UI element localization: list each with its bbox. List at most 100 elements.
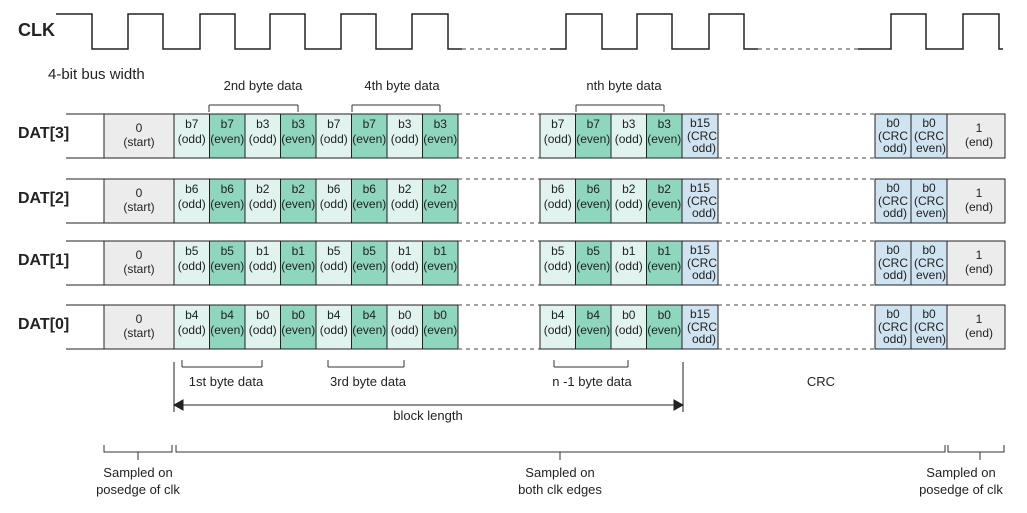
even-label: (even) — [647, 132, 681, 146]
bit-number: b5 — [185, 244, 199, 258]
even-label: (even) — [352, 259, 386, 273]
end-bit-value: 1 — [976, 248, 983, 262]
bit-number: b0 — [398, 308, 412, 322]
bit-number: b6 — [221, 182, 235, 196]
odd-bit-cell — [173, 240, 210, 286]
even-bit-cell — [422, 304, 459, 350]
even-label: (even) — [423, 197, 457, 211]
crc-b0-even-cell — [910, 240, 948, 286]
dat-row: DAT[1]0(start)b5(odd)b5(even)b1(odd)b1(e… — [18, 240, 1006, 286]
odd-label: (odd) — [178, 132, 206, 146]
start-bit-cell — [103, 304, 175, 350]
odd-bit-cell — [244, 304, 281, 350]
bit-number: b3 — [292, 117, 306, 131]
odd-bit-cell — [610, 178, 647, 224]
even-label: (even) — [210, 132, 244, 146]
crc-b0-value: b0 — [922, 116, 936, 130]
bit-number: b2 — [292, 182, 306, 196]
sample-right-line1: Sampled on — [926, 465, 995, 480]
crc-b0-label: (CRC — [878, 129, 908, 143]
odd-bit-cell — [539, 304, 576, 350]
crc-b0-odd-cell — [874, 113, 912, 159]
even-label: (even) — [352, 132, 386, 146]
odd-label: (odd) — [249, 259, 277, 273]
odd-bit-cell — [173, 113, 210, 159]
dat-row-label: DAT[1] — [18, 252, 69, 269]
odd-label: (odd) — [615, 323, 643, 337]
block-length-label: block length — [393, 408, 462, 423]
crc-b0-value: b0 — [922, 181, 936, 195]
even-bit-cell — [209, 113, 246, 159]
odd-label: (odd) — [615, 259, 643, 273]
even-label: (even) — [210, 259, 244, 273]
crc-b0-parity: odd) — [883, 141, 907, 155]
crc-b15-cell — [681, 113, 719, 159]
odd-bit-cell — [610, 304, 647, 350]
dat-row-label: DAT[2] — [18, 190, 69, 207]
odd-label: (odd) — [615, 132, 643, 146]
bit-number: b2 — [622, 182, 636, 196]
byte2-label: 2nd byte data — [224, 78, 304, 93]
byten1-label: n -1 byte data — [552, 374, 632, 389]
crc-b0-value: b0 — [886, 243, 900, 257]
even-bit-cell — [575, 304, 612, 350]
bit-number: b3 — [622, 117, 636, 131]
bit-number: b2 — [658, 182, 672, 196]
crc-b15-value: b15 — [690, 181, 710, 195]
odd-bit-cell — [386, 304, 423, 350]
start-bit-value: 0 — [136, 121, 143, 135]
bit-number: b0 — [292, 308, 306, 322]
crc-b0-label: (CRC — [878, 256, 908, 270]
clock-waveform — [56, 13, 1003, 50]
bit-number: b6 — [551, 182, 565, 196]
even-label: (even) — [576, 132, 610, 146]
odd-bit-cell — [386, 240, 423, 286]
sample-right-line2: posedge of clk — [919, 482, 1003, 497]
bit-number: b6 — [587, 182, 601, 196]
even-bit-cell — [646, 304, 683, 350]
odd-label: (odd) — [249, 132, 277, 146]
crc-b0-even-cell — [910, 113, 948, 159]
bit-number: b2 — [434, 182, 448, 196]
bit-number: b4 — [551, 308, 565, 322]
odd-label: (odd) — [391, 259, 419, 273]
crc-b0-parity: even) — [916, 206, 946, 220]
bit-number: b6 — [185, 182, 199, 196]
even-label: (even) — [281, 132, 315, 146]
crc-b15-cell — [681, 304, 719, 350]
end-bit-value: 1 — [976, 121, 983, 135]
byte3-label: 3rd byte data — [330, 374, 407, 389]
odd-label: (odd) — [544, 197, 572, 211]
dat-row-label: DAT[0] — [18, 316, 69, 333]
odd-label: (odd) — [249, 323, 277, 337]
bit-number: b3 — [434, 117, 448, 131]
odd-bit-cell — [386, 178, 423, 224]
crc-b0-even-cell — [910, 178, 948, 224]
crc-b0-label: (CRC — [914, 256, 944, 270]
bit-number: b1 — [622, 244, 636, 258]
even-bit-cell — [280, 304, 317, 350]
clk-label: CLK — [18, 20, 55, 40]
end-bit-label: (end) — [965, 326, 993, 340]
bit-number: b4 — [363, 308, 377, 322]
even-label: (even) — [281, 259, 315, 273]
odd-label: (odd) — [320, 323, 348, 337]
even-bit-cell — [209, 240, 246, 286]
even-label: (even) — [210, 197, 244, 211]
crc-b15-cell — [681, 240, 719, 286]
odd-bit-cell — [315, 240, 352, 286]
bit-number: b0 — [658, 308, 672, 322]
end-bit-cell — [946, 304, 1006, 350]
bit-number: b5 — [551, 244, 565, 258]
bit-number: b0 — [622, 308, 636, 322]
bit-number: b1 — [658, 244, 672, 258]
even-label: (even) — [210, 323, 244, 337]
bit-number: b2 — [256, 182, 270, 196]
crc-b0-value: b0 — [922, 307, 936, 321]
bit-number: b5 — [363, 244, 377, 258]
even-bit-cell — [646, 240, 683, 286]
end-bit-label: (end) — [965, 135, 993, 149]
dat-row: DAT[2]0(start)b6(odd)b6(even)b2(odd)b2(e… — [18, 178, 1006, 224]
bit-number: b2 — [398, 182, 412, 196]
odd-label: (odd) — [615, 197, 643, 211]
